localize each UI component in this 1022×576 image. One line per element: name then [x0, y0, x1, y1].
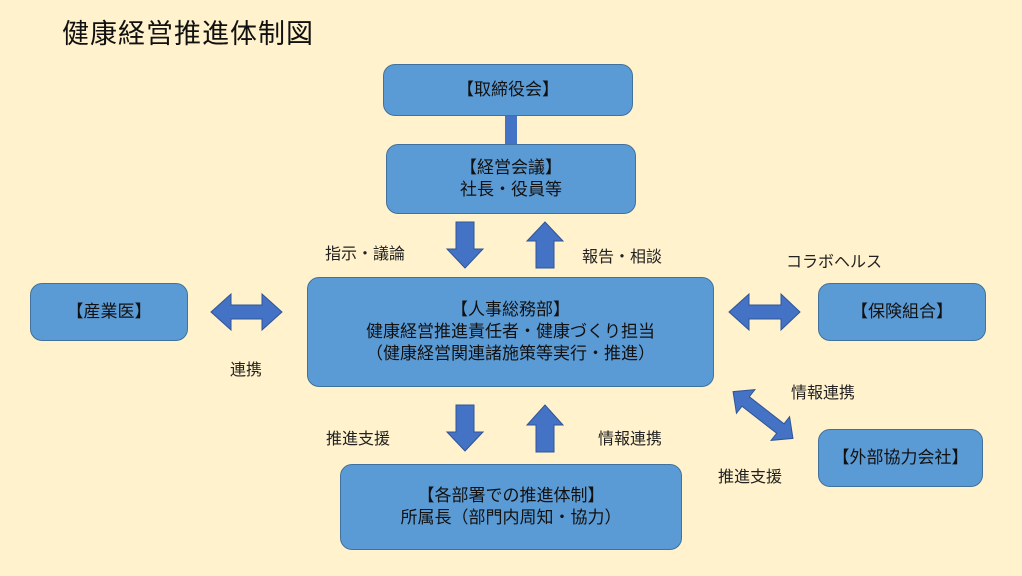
board-box[interactable]: 【取締役会】	[383, 64, 633, 116]
arrow-down-instruction	[445, 221, 485, 269]
board-heading: 【取締役会】	[457, 80, 559, 100]
arrow-double-doctor	[210, 292, 283, 332]
doctor-box[interactable]: 【産業医】	[30, 283, 188, 341]
board-management-connector	[505, 115, 517, 145]
arrow-up-info	[525, 404, 565, 453]
label-collab-health: コラボヘルス	[786, 252, 883, 271]
label-instruction: 指示・議論	[325, 244, 406, 263]
label-support-bottom: 推進支援	[326, 429, 391, 448]
doctor-heading: 【産業医】	[66, 302, 152, 322]
label-info-sharing-right: 情報連携	[791, 383, 856, 402]
arrow-double-insurance	[728, 292, 801, 332]
management-heading: 【経営会議】	[460, 158, 562, 178]
label-report: 報告・相談	[582, 247, 663, 266]
hr-line3: （健康経営関連諸施策等実行・推進）	[366, 344, 655, 364]
partner-box[interactable]: 【外部協力会社】	[818, 429, 983, 487]
insurance-box[interactable]: 【保険組合】	[818, 283, 986, 341]
page-title: 健康経営推進体制図	[62, 19, 314, 50]
departments-heading: 【各部署での推進体制】	[417, 486, 605, 506]
arrow-double-partner	[732, 389, 794, 441]
label-cooperation: 連携	[230, 360, 263, 379]
hr-heading: 【人事総務部】	[451, 300, 570, 320]
management-box[interactable]: 【経営会議】 社長・役員等	[386, 144, 636, 214]
hr-box[interactable]: 【人事総務部】 健康経営推進責任者・健康づくり担当 （健康経営関連諸施策等実行・…	[307, 277, 714, 387]
arrow-down-support	[445, 404, 485, 452]
hr-line2: 健康経営推進責任者・健康づくり担当	[366, 322, 655, 342]
management-sub: 社長・役員等	[460, 180, 562, 200]
departments-sub: 所属長（部門内周知・協力）	[400, 508, 622, 528]
insurance-heading: 【保険組合】	[851, 302, 953, 322]
label-info-sharing-bottom: 情報連携	[598, 429, 663, 448]
partner-heading: 【外部協力会社】	[832, 448, 969, 468]
label-support-right: 推進支援	[718, 467, 783, 486]
departments-box[interactable]: 【各部署での推進体制】 所属長（部門内周知・協力）	[340, 464, 682, 550]
arrow-up-report	[525, 221, 565, 269]
